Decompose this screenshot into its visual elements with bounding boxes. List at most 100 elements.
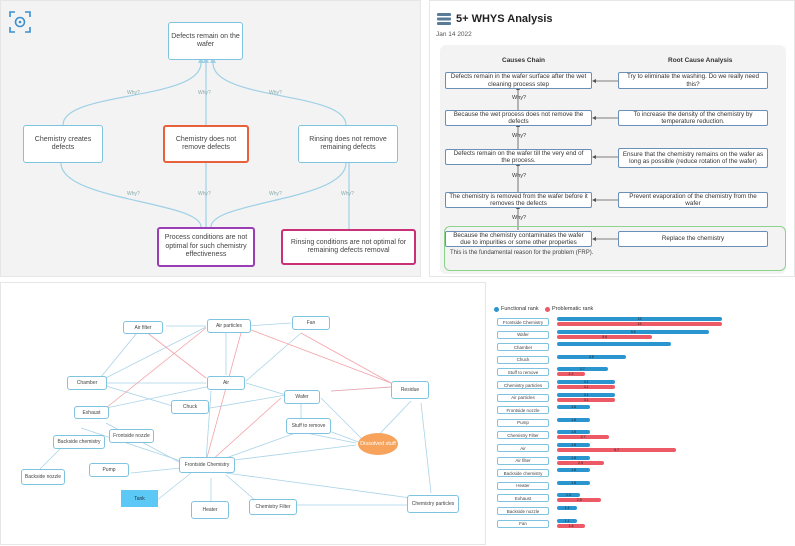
rank-label[interactable]: Wafer — [497, 330, 549, 339]
functional-bar: 1.8 — [557, 417, 591, 422]
why-label: Why? — [127, 90, 140, 96]
why-label: Why? — [512, 215, 527, 221]
functional-bar: 3.1 — [557, 392, 616, 397]
rank-label[interactable]: Chuck — [497, 355, 549, 364]
cause-box[interactable]: Because the wet process does not remove … — [445, 110, 592, 126]
whys-board: Causes Chain Root Cause Analysis Defects… — [440, 45, 786, 274]
legend-functional-label: Functional rank — [501, 306, 539, 312]
rank-label[interactable]: Frontside nozzle — [497, 406, 549, 415]
node-process-conditions[interactable]: Process conditions are not optimal for s… — [157, 227, 255, 267]
node-chemistry-particles[interactable]: Chemistry particles — [407, 495, 459, 513]
rank-label[interactable]: Chemistry Filter — [497, 431, 549, 440]
rank-label[interactable]: Backside nozzle — [497, 507, 549, 515]
function-network-panel: Air filter Air particles Fan Chamber Air… — [0, 282, 486, 545]
network-edges — [35, 322, 432, 506]
functional-bar: 1.8 — [557, 468, 591, 473]
node-air-filter[interactable]: Air filter — [123, 321, 163, 334]
functional-bar: 1.3 — [557, 493, 580, 498]
rank-label[interactable]: Pump — [497, 418, 549, 427]
rank-label[interactable]: Chemistry particles — [497, 381, 549, 389]
node-chemistry-not-remove[interactable]: Chemistry does not remove defects — [163, 125, 249, 163]
cause-box[interactable]: Because the chemistry contaminates the w… — [445, 231, 592, 247]
analysis-date: Jan 14 2022 — [436, 31, 472, 38]
rank-label[interactable]: Chamber — [497, 343, 549, 352]
problematic-bar: 3.1 — [557, 385, 616, 389]
cause-tree-panel: Why? Why? Why? Why? Why? Why? Why? Defec… — [0, 0, 421, 277]
page-title: 5+ WHYS Analysis — [456, 13, 553, 25]
cause-box[interactable]: Defects remain on the wafer till the ver… — [445, 149, 592, 165]
root-cause-box[interactable]: Try to eliminate the washing. Do we real… — [618, 72, 768, 89]
frp-note: This is the fundamental reason for the p… — [450, 250, 594, 256]
root-cause-box[interactable]: Replace the chemistry — [618, 231, 768, 247]
rank-label[interactable]: Heater — [497, 481, 549, 490]
why-label: Why? — [269, 90, 282, 96]
why-label: Why? — [198, 191, 211, 197]
node-chamber[interactable]: Chamber — [67, 376, 107, 390]
list-icon — [437, 13, 451, 25]
node-exhaust[interactable]: Exhaust — [74, 406, 109, 419]
rank-label[interactable]: Air — [497, 444, 549, 452]
why-label: Why? — [127, 191, 140, 197]
root-cause-box[interactable]: To increase the density of the chemistry… — [618, 110, 768, 126]
rank-label[interactable]: Fan — [497, 519, 549, 528]
node-defects-remain[interactable]: Defects remain on the wafer — [168, 22, 243, 60]
rank-label[interactable]: Frontside Chemistry — [497, 318, 549, 326]
functional-bar: 1.1 — [557, 506, 578, 510]
node-air-particles[interactable]: Air particles — [207, 319, 251, 333]
functional-bar — [557, 342, 672, 347]
node-rinsing-conditions[interactable]: Rinsing conditions are not optimal for r… — [281, 229, 416, 265]
tree-edges — [58, 57, 350, 229]
node-backside-chemistry[interactable]: Backside chemistry — [53, 435, 105, 449]
rank-label[interactable]: Backside chemistry — [497, 469, 549, 478]
node-chemistry-creates[interactable]: Chemistry creates defects — [23, 125, 103, 163]
problematic-dot — [545, 306, 550, 312]
functional-bar: 9.5 — [557, 329, 710, 334]
problematic-bar: 2.7 — [557, 435, 610, 440]
why-label: Why? — [198, 90, 211, 96]
legend-functional: Functional rank — [494, 306, 539, 312]
node-chuck[interactable]: Chuck — [171, 400, 209, 414]
rank-label[interactable]: Air particles — [497, 393, 549, 402]
root-cause-heading: Root Cause Analysis — [668, 57, 733, 64]
rank-label[interactable]: Stuff to remove — [497, 368, 549, 377]
problematic-bar: 1.5 — [557, 523, 585, 528]
problematic-bar: 2.5 — [557, 498, 602, 503]
root-cause-box[interactable]: Ensure that the chemistry remains on the… — [618, 148, 768, 168]
focus-icon[interactable] — [9, 11, 31, 33]
cause-box[interactable]: The chemistry is removed from the wafer … — [445, 192, 592, 208]
problematic-bar: 3.1 — [557, 397, 616, 402]
node-frontside-nozzle[interactable]: Frontside nozzle — [109, 429, 154, 443]
functional-bar: 1.8 — [557, 405, 591, 410]
functional-dot — [494, 306, 499, 312]
problematic-bar: 2.5 — [557, 460, 604, 465]
node-dissolved-stuff[interactable]: Dissolved stuff — [358, 433, 398, 455]
node-tank[interactable]: Tank — [121, 490, 158, 507]
node-fan[interactable]: Fan — [292, 316, 330, 330]
node-pump[interactable]: Pump — [89, 463, 129, 477]
node-frontside-chemistry[interactable]: Frontside Chemistry — [179, 457, 235, 473]
cause-box[interactable]: Defects remain in the wafer surface afte… — [445, 72, 592, 89]
functional-bar: 1.1 — [557, 518, 578, 523]
node-rinsing-not-remove[interactable]: Rinsing does not remove remaining defect… — [298, 125, 398, 163]
functional-bar: 2.7 — [557, 367, 608, 372]
functional-bar: 1.8 — [557, 455, 591, 460]
why-label: Why? — [341, 191, 354, 197]
functional-bar: 3.1 — [557, 380, 616, 384]
functional-bar: 1.8 — [557, 443, 591, 447]
legend-problematic-label: Problematic rank — [552, 306, 594, 312]
legend-problematic: Problematic rank — [545, 306, 593, 312]
rank-chart-panel: Functional rank Problematic rank Frontsi… — [489, 300, 729, 545]
root-cause-box[interactable]: Prevent evaporation of the chemistry fro… — [618, 192, 768, 208]
node-stuff-to-remove[interactable]: Stuff to remove — [286, 418, 331, 434]
node-heater[interactable]: Heater — [191, 501, 229, 519]
node-air[interactable]: Air — [207, 376, 245, 390]
node-chemistry-filter[interactable]: Chemistry Filter — [249, 499, 297, 515]
node-wafer[interactable]: Wafer — [284, 390, 320, 404]
functional-bar: 1.8 — [557, 480, 591, 485]
functional-bar: 13 — [557, 317, 723, 321]
rank-label[interactable]: Exhaust — [497, 494, 549, 503]
node-residue[interactable]: Residue — [391, 381, 429, 399]
node-backside-nozzle[interactable]: Backside nozzle — [21, 469, 65, 485]
functional-bar: 3.5 — [557, 354, 626, 359]
rank-label[interactable]: Air filter — [497, 456, 549, 465]
